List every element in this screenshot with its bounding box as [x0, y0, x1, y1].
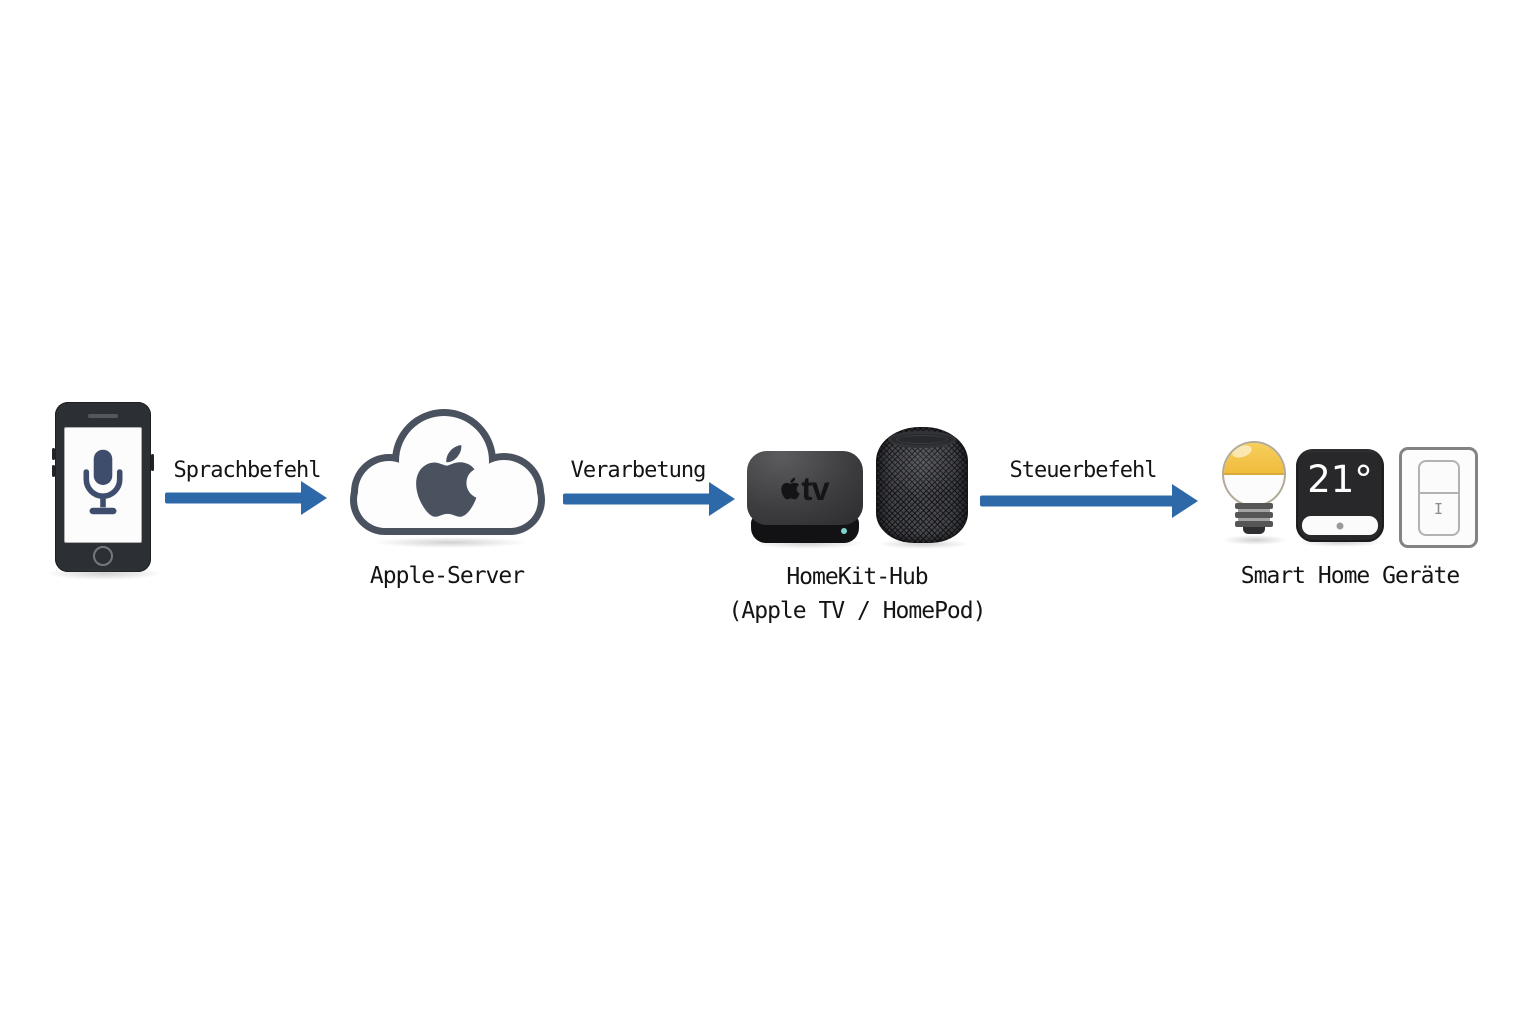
cloud-shadow [372, 537, 528, 548]
bulb-shadow [1222, 535, 1288, 545]
led-indicator [841, 528, 847, 534]
arrow-label-verarbetung: Verarbetung [570, 458, 707, 483]
arrow-right-icon [165, 481, 327, 515]
phone-screen [64, 427, 142, 543]
bulb-amber-cap [1224, 443, 1284, 475]
phone-speaker [88, 414, 118, 418]
phone-power-button [151, 454, 154, 471]
smart-home-caption: Smart Home Geräte [1240, 563, 1460, 589]
phone-shadow [45, 567, 163, 580]
arrow-label-sprachbefehl: Sprachbefehl [173, 458, 322, 483]
arrow-right-icon [563, 482, 735, 516]
arrow-head [1172, 484, 1198, 518]
homepod-icon [876, 427, 968, 543]
thermostat-reading: 21° [1307, 458, 1373, 501]
switch-on-mark: I [1433, 500, 1444, 519]
homepod-shadow [877, 539, 969, 549]
phone-home-button [93, 546, 113, 566]
thermostat-button [1336, 522, 1344, 529]
arrow-shaft [980, 495, 1178, 507]
apple-cloud-icon [350, 409, 545, 535]
apple-logo-icon [781, 477, 801, 499]
switch-rocker-top [1419, 462, 1458, 494]
thermostat-shadow [1298, 538, 1384, 547]
appletv-logo-text: tv [801, 469, 829, 507]
arrow-shaft [563, 493, 715, 505]
arrow-right-icon [980, 484, 1198, 518]
arrow-label-steuerbefehl: Steuerbefehl [1009, 458, 1158, 483]
apple-tv-top: tv [747, 451, 863, 525]
arrow-shaft [165, 492, 307, 504]
homekit-hub-caption: HomeKit-Hub [786, 564, 928, 590]
phone-volume-button [52, 448, 55, 460]
thermostat-icon: 21° [1296, 449, 1384, 542]
homepod-top-ring [896, 435, 948, 444]
light-switch-icon: I [1399, 447, 1478, 548]
apple-server-caption: Apple-Server [369, 563, 525, 589]
arrow-head [709, 482, 735, 516]
bulb-contact-tip [1243, 527, 1265, 534]
appletv-shadow [752, 538, 864, 549]
apple-logo-icon [416, 445, 477, 517]
apple-tv-icon: tv [747, 451, 863, 543]
light-bulb-icon [1222, 441, 1286, 541]
arrow-head [301, 481, 327, 515]
phone-volume-button [52, 465, 55, 477]
bulb-glass [1222, 441, 1286, 507]
microphone-icon [83, 449, 123, 515]
homepod-top [888, 431, 956, 448]
switch-rocker: I [1417, 459, 1460, 536]
thermostat-bar [1302, 516, 1378, 535]
homekit-hub-subcaption: (Apple TV / HomePod) [728, 598, 987, 624]
bulb-screw-base [1235, 503, 1273, 534]
smartphone-icon [52, 402, 154, 572]
